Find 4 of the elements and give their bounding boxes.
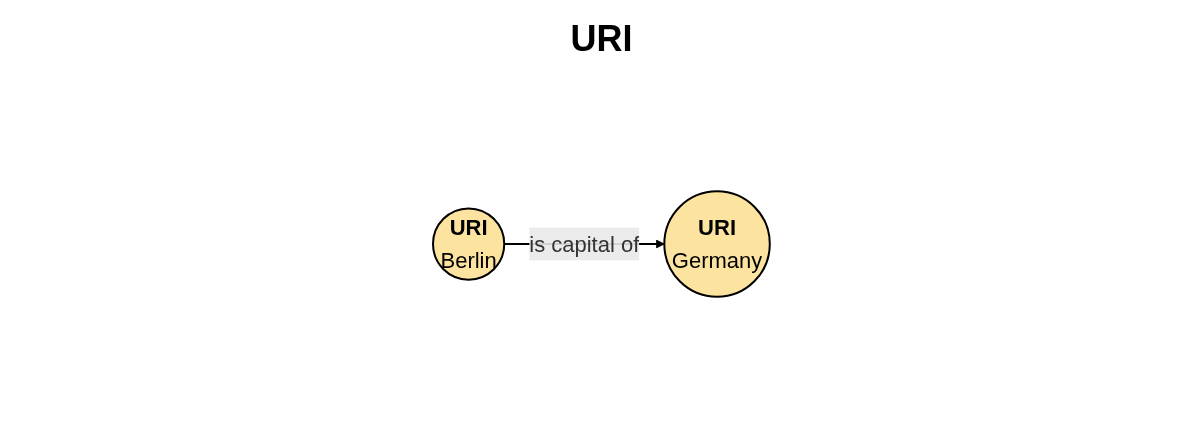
node-circle: URI Berlin: [432, 207, 506, 281]
label-text: URI: [570, 18, 633, 60]
node-circle: URI Germany: [663, 190, 771, 298]
edge-label: is capital of: [529, 231, 640, 257]
